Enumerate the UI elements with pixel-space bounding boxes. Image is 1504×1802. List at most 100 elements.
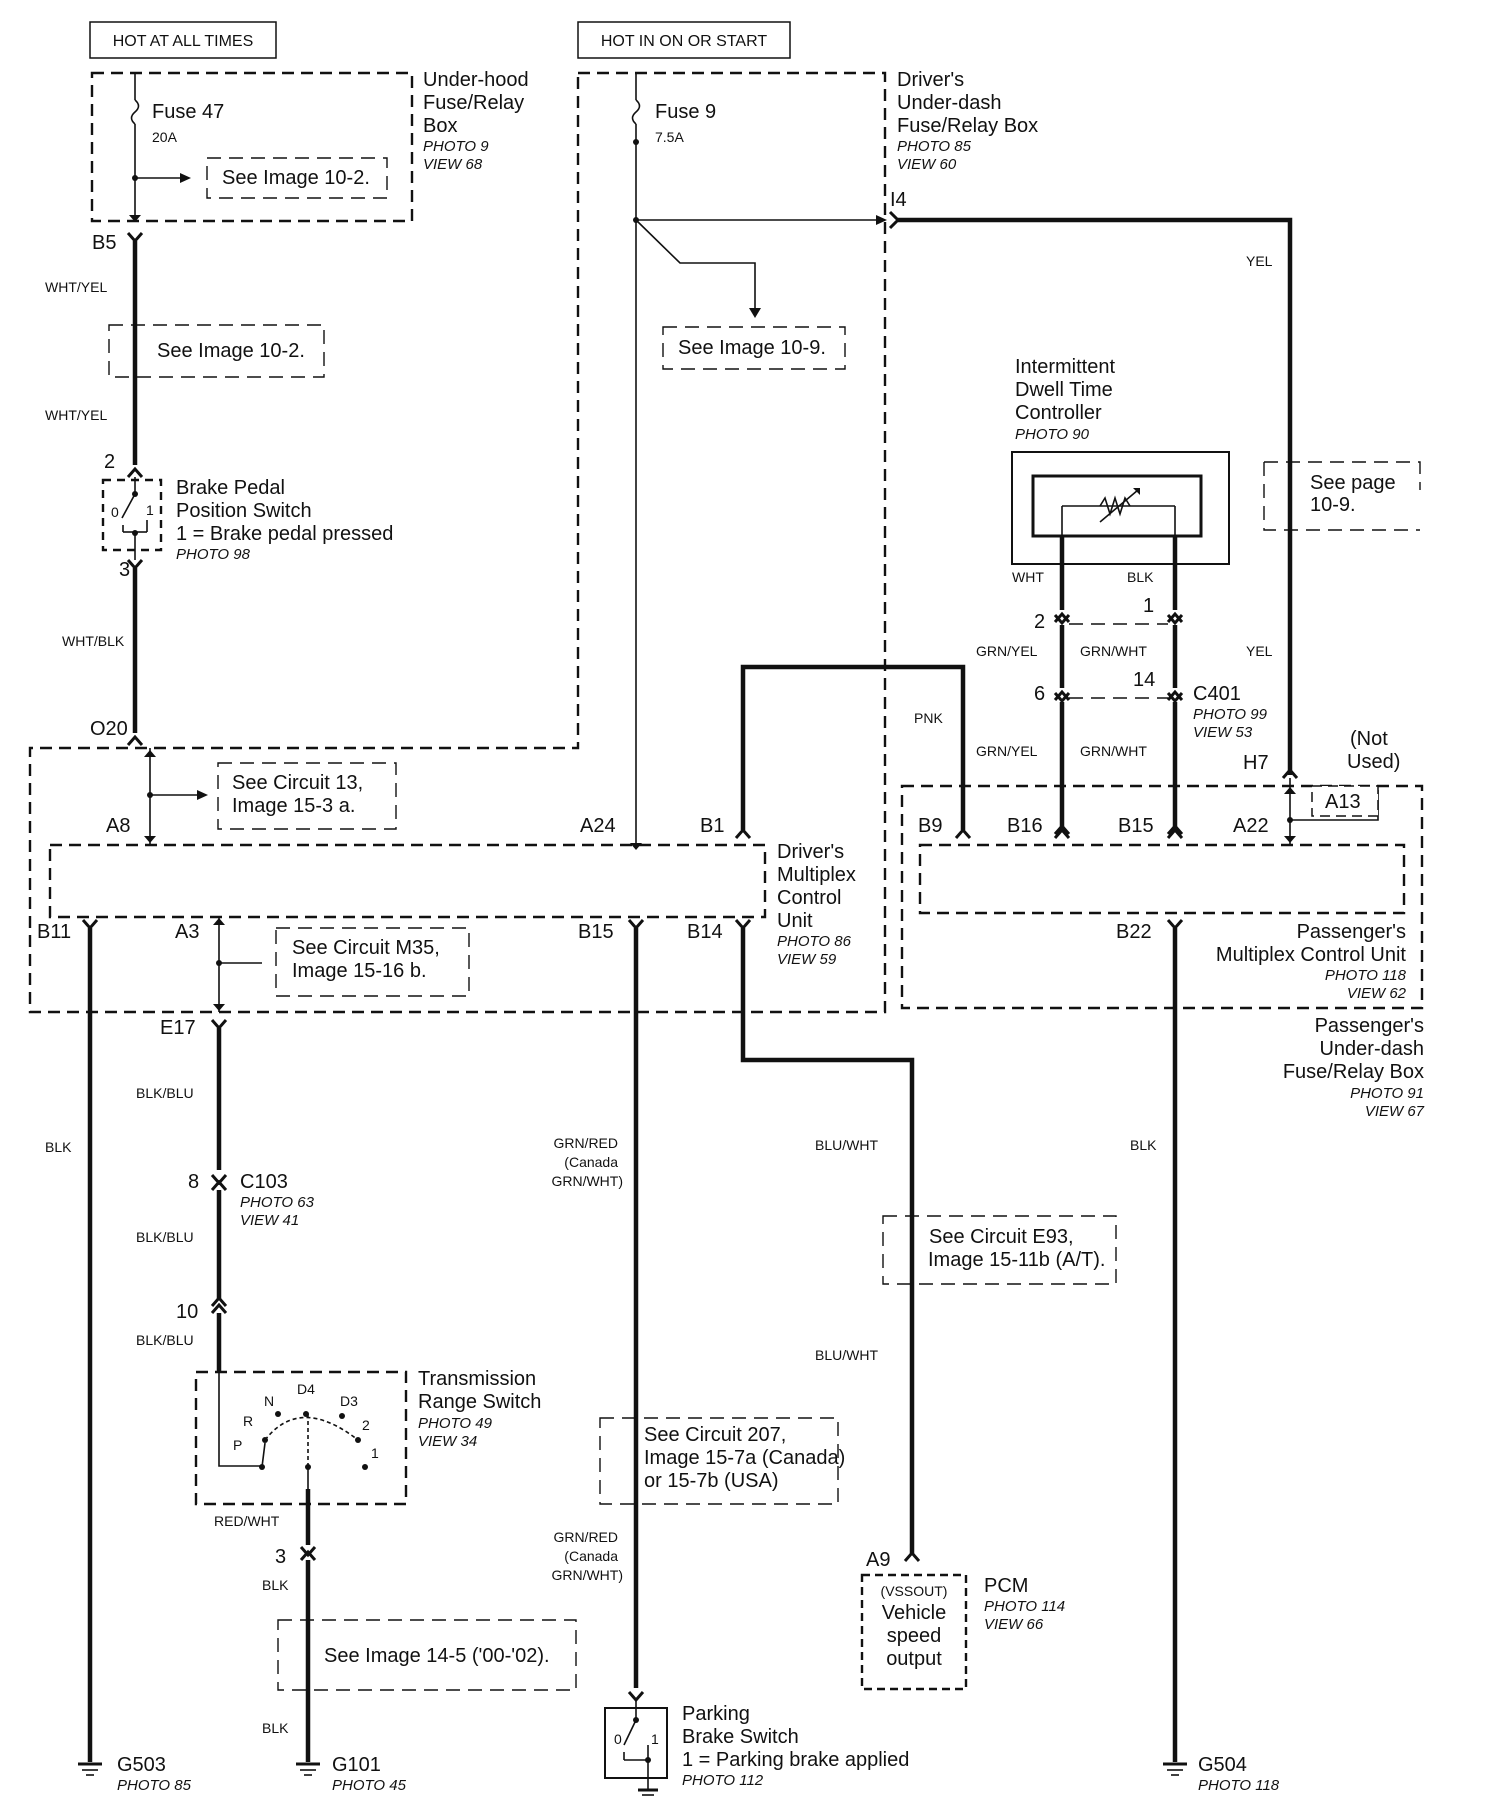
svg-text:N: N — [264, 1393, 274, 1409]
svg-text:PHOTO 45: PHOTO 45 — [332, 1777, 407, 1794]
pcm-label: PCM PHOTO 114 VIEW 66 — [984, 1575, 1065, 1633]
svg-text:See Image 14-5 ('00-'02).: See Image 14-5 ('00-'02). — [324, 1645, 550, 1667]
svg-text:PHOTO 63: PHOTO 63 — [240, 1194, 315, 1211]
header-hot-at-all-times: HOT AT ALL TIMES — [89, 21, 277, 59]
see-circuit-13: See Circuit 13, Image 15-3 a. — [217, 762, 397, 830]
ground-g503-symbol — [78, 1762, 102, 1776]
pin-3-brake: 3 — [119, 559, 130, 581]
svg-text:20A: 20A — [152, 129, 178, 145]
svg-text:VIEW 68: VIEW 68 — [423, 156, 483, 173]
terminal-b14: B14 — [687, 921, 723, 943]
passenger-underdash-label: Passenger's Under-dash Fuse/Relay Box PH… — [1283, 1015, 1425, 1120]
svg-text:VIEW 62: VIEW 62 — [1347, 985, 1407, 1002]
wire-red-wht: RED/WHT — [214, 1513, 280, 1529]
svg-text:Box: Box — [423, 115, 457, 137]
svg-text:(Canada: (Canada — [564, 1548, 618, 1564]
svg-text:PHOTO 91: PHOTO 91 — [1350, 1085, 1424, 1102]
svg-text:Passenger's: Passenger's — [1297, 921, 1406, 943]
pin-8-c103: 8 — [188, 1171, 199, 1193]
svg-text:Range Switch: Range Switch — [418, 1391, 541, 1413]
controller-label: Intermittent Dwell Time Controller PHOTO… — [1015, 356, 1115, 443]
svg-text:See Circuit E93,: See Circuit E93, — [929, 1226, 1074, 1248]
wire-blk-blu-2: BLK/BLU — [136, 1229, 194, 1245]
svg-text:Fuse/Relay Box: Fuse/Relay Box — [897, 115, 1038, 137]
see-image-10-2-left: See Image 10-2. — [108, 324, 325, 378]
terminal-a9: A9 — [866, 1549, 890, 1571]
svg-text:HOT AT ALL TIMES: HOT AT ALL TIMES — [113, 33, 254, 50]
b15-wire — [627, 919, 645, 1703]
ground-g101-symbol — [296, 1762, 320, 1776]
svg-text:C401: C401 — [1193, 683, 1241, 705]
ground-g101: G101 PHOTO 45 — [332, 1754, 407, 1794]
brake-switch-label: Brake Pedal Position Switch 1 = Brake pe… — [176, 477, 393, 563]
connector-b5: B5 — [92, 232, 116, 254]
svg-text:A13: A13 — [1325, 791, 1361, 813]
brake-pedal-switch: 0 1 — [101, 477, 163, 560]
svg-text:VIEW 41: VIEW 41 — [240, 1212, 299, 1229]
driver-mcu-box — [48, 748, 767, 1012]
connector-o20: O20 — [90, 718, 128, 740]
svg-text:VIEW 66: VIEW 66 — [984, 1616, 1044, 1633]
wire-pnk: PNK — [914, 710, 943, 726]
svg-text:D3: D3 — [340, 1393, 358, 1409]
svg-text:Dwell Time: Dwell Time — [1015, 379, 1113, 401]
wire-wht-blk: WHT/BLK — [62, 633, 125, 649]
svg-text:Under-dash: Under-dash — [897, 92, 1002, 114]
svg-text:Position Switch: Position Switch — [176, 500, 312, 522]
svg-text:Transmission: Transmission — [418, 1368, 536, 1390]
b11-wire — [81, 919, 99, 1762]
svg-text:VIEW 67: VIEW 67 — [1365, 1103, 1425, 1120]
fuse-9: Fuse 9 7.5A — [655, 101, 716, 145]
driver-underdash-label: Driver's Under-dash Fuse/Relay Box PHOTO… — [897, 69, 1038, 173]
svg-text:Image 15-7a (Canada): Image 15-7a (Canada) — [644, 1447, 845, 1469]
svg-text:PHOTO 99: PHOTO 99 — [1193, 706, 1268, 723]
wire-wht-ctrl: WHT — [1012, 569, 1044, 585]
wire-grn-yel-2: GRN/YEL — [976, 743, 1038, 759]
wire-wht-yel-2: WHT/YEL — [45, 407, 107, 423]
see-circuit-e93: See Circuit E93, Image 15-11b (A/T). — [882, 1215, 1117, 1285]
svg-text:Brake Switch: Brake Switch — [682, 1726, 799, 1748]
svg-text:PHOTO 112: PHOTO 112 — [682, 1772, 764, 1789]
terminal-a22: A22 — [1233, 815, 1269, 837]
pin-6-c401: 6 — [1034, 683, 1045, 705]
svg-text:PHOTO 85: PHOTO 85 — [897, 138, 972, 155]
a13-box: A13 — [1311, 785, 1379, 817]
terminal-b15-driver: B15 — [578, 921, 614, 943]
see-circuit-207: See Circuit 207, Image 15-7a (Canada) or… — [599, 1417, 845, 1505]
terminal-a3: A3 — [175, 921, 199, 943]
terminal-a24: A24 — [580, 815, 616, 837]
svg-text:G503: G503 — [117, 1754, 166, 1776]
wire-grn-red-1: GRN/RED (Canada GRN/WHT) — [551, 1135, 623, 1189]
pnk-wire — [734, 664, 972, 839]
svg-text:PCM: PCM — [984, 1575, 1028, 1597]
b22-wire — [1166, 919, 1184, 1762]
ground-parking — [638, 1788, 658, 1796]
svg-text:HOT IN ON OR START: HOT IN ON OR START — [601, 33, 767, 50]
svg-text:1: 1 — [371, 1445, 379, 1461]
terminal-not-used: (Not — [1350, 728, 1388, 750]
svg-text:VIEW 60: VIEW 60 — [897, 156, 957, 173]
terminal-i4: I4 — [890, 189, 907, 211]
terminal-a8: A8 — [106, 815, 130, 837]
svg-text:Fuse 47: Fuse 47 — [152, 101, 224, 123]
b14-wire — [734, 919, 921, 1562]
svg-text:GRN/RED: GRN/RED — [553, 1135, 618, 1151]
svg-text:Brake Pedal: Brake Pedal — [176, 477, 285, 499]
svg-text:See Circuit M35,: See Circuit M35, — [292, 937, 440, 959]
see-image-14-5: See Image 14-5 ('00-'02). — [277, 1619, 577, 1691]
transmission-range-switch — [194, 1370, 408, 1545]
underhood-box-label: Under-hood Fuse/Relay Box PHOTO 9 VIEW 6… — [423, 69, 529, 173]
e17-wire — [210, 1019, 228, 1372]
wire-blk-ctrl: BLK — [1127, 569, 1154, 585]
svg-text:See Image 10-9.: See Image 10-9. — [678, 337, 826, 359]
pin-1-ctrl: 1 — [1143, 595, 1154, 617]
ground-g504-symbol — [1163, 1762, 1187, 1776]
pin-14-c401: 14 — [1133, 669, 1155, 691]
svg-text:2: 2 — [362, 1417, 370, 1433]
svg-text:D4: D4 — [297, 1381, 315, 1397]
terminal-b1: B1 — [700, 815, 724, 837]
svg-text:GRN/WHT): GRN/WHT) — [551, 1567, 623, 1583]
svg-text:VIEW 34: VIEW 34 — [418, 1433, 477, 1450]
passenger-mcu-label: Passenger's Multiplex Control Unit PHOTO… — [1216, 921, 1407, 1002]
svg-text:See Circuit 13,: See Circuit 13, — [232, 772, 363, 794]
